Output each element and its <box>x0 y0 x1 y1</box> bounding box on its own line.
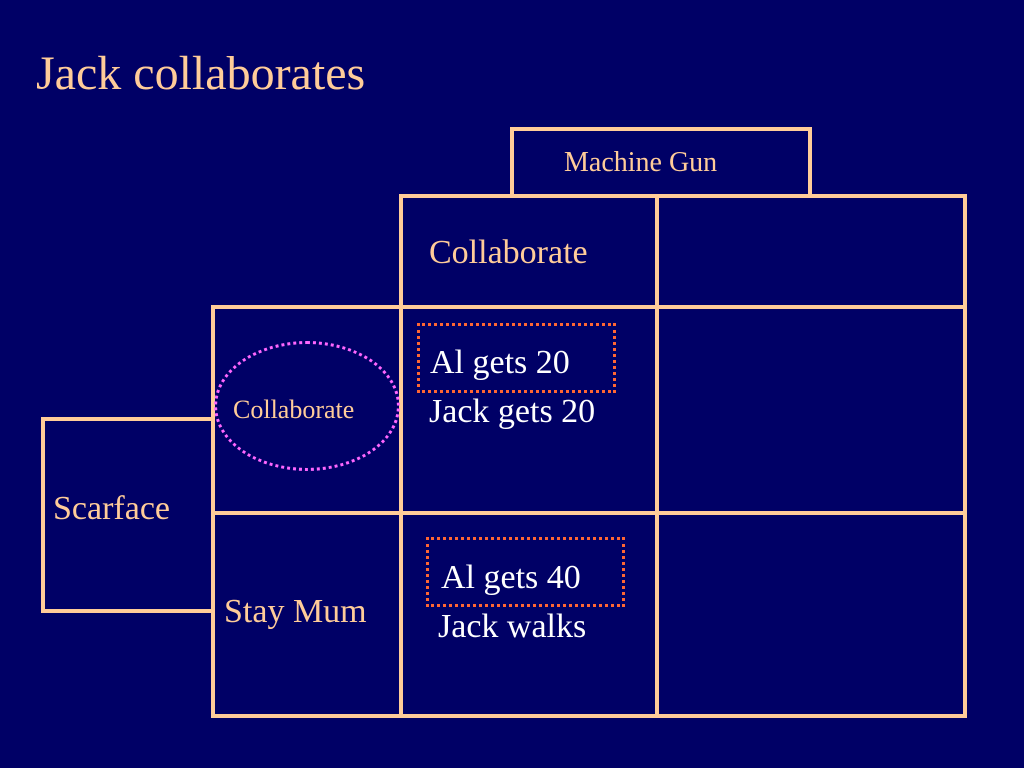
payoff-staymum-collab-al: Al gets 40 <box>441 559 581 596</box>
column-strategy-collaborate: Collaborate <box>429 234 588 271</box>
payoff-collab-collab-jack: Jack gets 20 <box>429 393 596 430</box>
row-player-label: Scarface <box>53 490 171 527</box>
column-player-label: Machine Gun <box>564 147 718 178</box>
payoff-staymum-collab-jack: Jack walks <box>438 608 587 645</box>
slide-title: Jack collaborates <box>36 47 366 100</box>
payoff-collab-collab-al: Al gets 20 <box>430 344 570 381</box>
payoff-highlight-box-bottom <box>426 537 625 607</box>
payoff-highlight-box-top <box>417 323 616 393</box>
collaborate-highlight-ellipse <box>214 341 400 471</box>
row-strategy-collaborate: Collaborate <box>233 395 355 424</box>
row-strategy-stay-mum: Stay Mum <box>224 593 367 630</box>
